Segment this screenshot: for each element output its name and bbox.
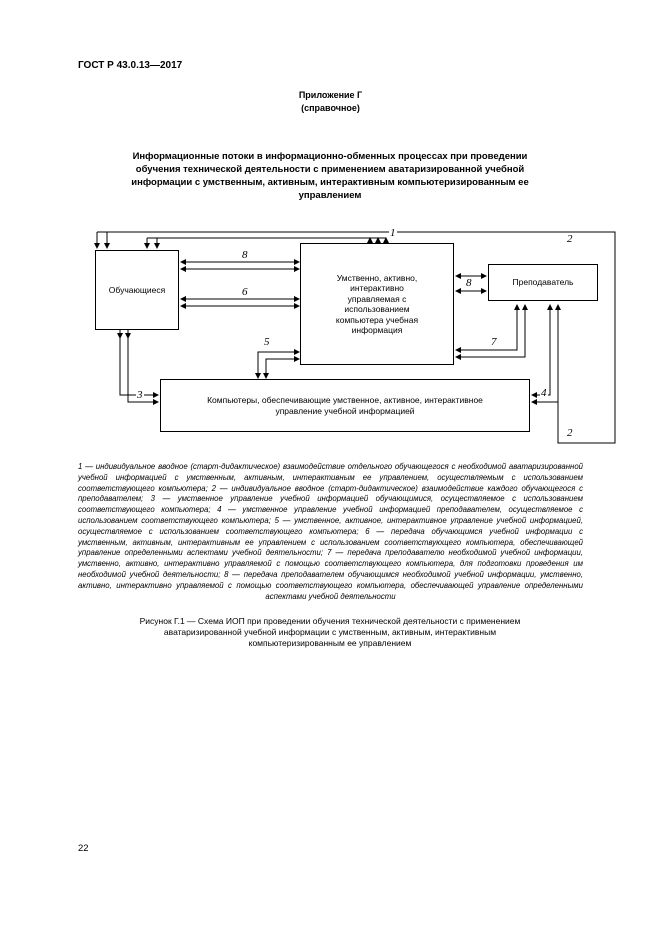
diagram-box-learning-info: Умственно, активно, интерактивно управля… xyxy=(300,243,454,365)
flow-label-1: 1 xyxy=(389,227,397,239)
flow-label-6: 6 xyxy=(241,286,249,298)
figure-caption: Рисунок Г.1 — Схема ИОП при проведении о… xyxy=(139,616,521,648)
diagram-box-students: Обучающиеся xyxy=(95,250,179,330)
flow-label-5: 5 xyxy=(263,336,271,348)
flow-label-2-bottom: 2 xyxy=(566,427,574,439)
appendix-label: Приложение Г xyxy=(298,90,363,100)
section-title: Информационные потоки в информационно-об… xyxy=(131,151,529,201)
standard-code: ГОСТ Р 43.0.13—2017 xyxy=(78,60,183,71)
flow-label-4: 4 xyxy=(540,387,548,399)
flow-label-8-right: 8 xyxy=(465,277,473,289)
flow-label-8-left: 8 xyxy=(241,249,249,261)
figure-legend: 1 — индивидуальное вводное (старт-дидакт… xyxy=(78,462,583,601)
flow-label-7: 7 xyxy=(490,336,498,348)
diagram-box-computers: Компьютеры, обеспечивающие умственное, а… xyxy=(160,379,530,432)
flow-label-3: 3 xyxy=(136,389,144,401)
flow-label-2-top: 2 xyxy=(566,233,574,245)
diagram-box-teacher: Преподаватель xyxy=(488,264,598,301)
page-number: 22 xyxy=(78,843,89,854)
appendix-type: (справочное) xyxy=(301,103,360,113)
